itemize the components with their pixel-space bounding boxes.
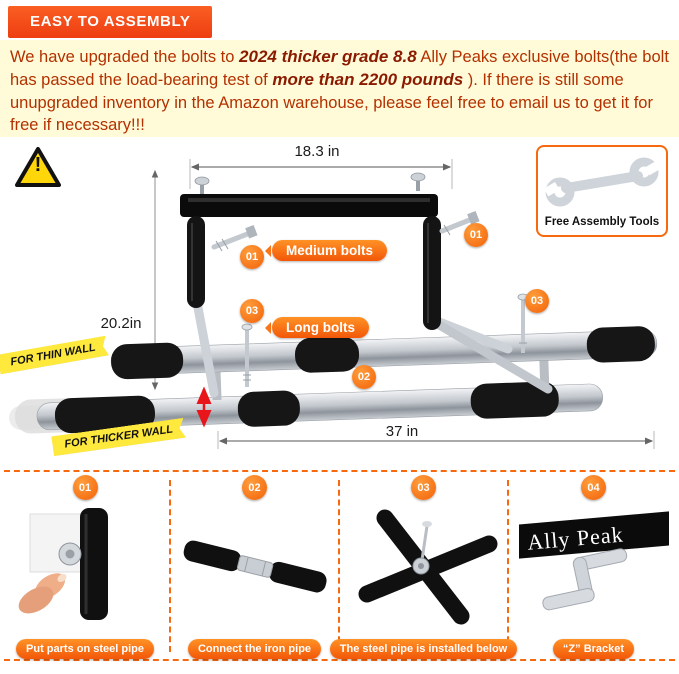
intro-text: We have upgraded the bolts to 2024 thick… (0, 40, 679, 137)
foam-grip (294, 336, 360, 373)
step-caption: The steel pipe is installed below (329, 639, 518, 659)
step1-illustration (18, 508, 108, 620)
right-handle (423, 216, 441, 330)
badge-03-right: 03 (525, 289, 549, 313)
step-column-3: 03 The steel pipe is installed below (329, 475, 518, 659)
intro-highlight-1: 2024 thicker grade 8.8 (239, 47, 417, 66)
dimension-height-label: 20.2in (100, 315, 142, 332)
dimension-line-top (189, 159, 453, 189)
foam-grip (237, 390, 300, 427)
intro-segment-3: ). If there is still some unupgraded inv… (10, 71, 653, 135)
pullup-bar-illustration (9, 159, 658, 449)
top-bar (180, 172, 438, 217)
foam-grip (586, 326, 655, 363)
dimension-top-label: 18.3 in (294, 143, 340, 160)
dimension-bottom-label: 37 in (385, 423, 419, 440)
step-column-2: 02 Connect the iron pipe (170, 475, 339, 659)
step4-illustration: Ally Peak (518, 511, 669, 611)
foam-grip (54, 395, 156, 434)
brand-banner: Ally Peak (518, 511, 669, 559)
medium-bolts-label: Medium bolts (272, 240, 387, 261)
step-caption: “Z” Bracket (552, 639, 635, 659)
medium-bolt-left (211, 224, 258, 252)
badge-01-right: 01 (464, 223, 488, 247)
pipe-connector (539, 355, 550, 388)
step-caption: Connect the iron pipe (187, 639, 322, 659)
dashed-divider-bottom (4, 659, 675, 661)
upper-pipe (110, 329, 658, 376)
foam-grip (470, 381, 559, 419)
step-column-4: 04 Ally Peak “Z” Bracket (508, 475, 679, 659)
side-rails (191, 292, 553, 398)
base-frame (9, 326, 658, 434)
warning-icon: ! (14, 145, 62, 189)
assembly-diagram: ! 18.3 in 20.2in 37 in 01 01 03 03 02 Me… (0, 137, 679, 470)
assembly-steps: 01 Put parts on steel pipe 02 (0, 470, 679, 674)
wrench-icon (544, 157, 660, 207)
long-bolt-left (241, 323, 253, 387)
step-caption: Put parts on steel pipe (16, 639, 154, 659)
dashed-divider-vertical (338, 480, 340, 652)
step2-illustration (183, 540, 327, 593)
step-number-badge: 01 (72, 475, 98, 500)
step3-illustration (358, 509, 497, 625)
lower-pipe (36, 383, 603, 431)
step-number-badge: 03 (411, 475, 436, 500)
free-tools-label: Free Assembly Tools (544, 216, 660, 228)
dashed-divider-vertical (169, 480, 171, 652)
warning-exclamation: ! (34, 154, 42, 176)
intro-highlight-2: more than 2200 pounds (272, 70, 464, 90)
warning-triangle (15, 147, 61, 187)
step-column-1: 01 Put parts on steel pipe (0, 475, 170, 659)
badge-03-left: 03 (240, 299, 264, 323)
badge-02: 02 (352, 365, 376, 389)
intro-segment-1: We have upgraded the bolts to (10, 48, 240, 66)
badge-01-left: 01 (240, 245, 264, 269)
banner: EASY TO ASSEMBLY (8, 6, 213, 38)
step-number-badge: 02 (242, 475, 267, 500)
z-bracket (541, 548, 627, 611)
foam-grip (111, 342, 184, 380)
dashed-divider-top (4, 470, 675, 472)
step-number-badge: 04 (581, 475, 606, 500)
dashed-divider-vertical (507, 480, 509, 652)
long-bolts-label: Long bolts (272, 317, 369, 338)
banner-title: EASY TO ASSEMBLY (30, 13, 191, 30)
intro-segment-2: Ally Peaks exclusive bolts(the bolt has … (10, 48, 669, 90)
free-tools-box: Free Assembly Tools (536, 145, 668, 237)
left-handle (187, 216, 205, 308)
dimension-line-bottom (217, 431, 655, 449)
medium-bolt-right (439, 210, 480, 236)
